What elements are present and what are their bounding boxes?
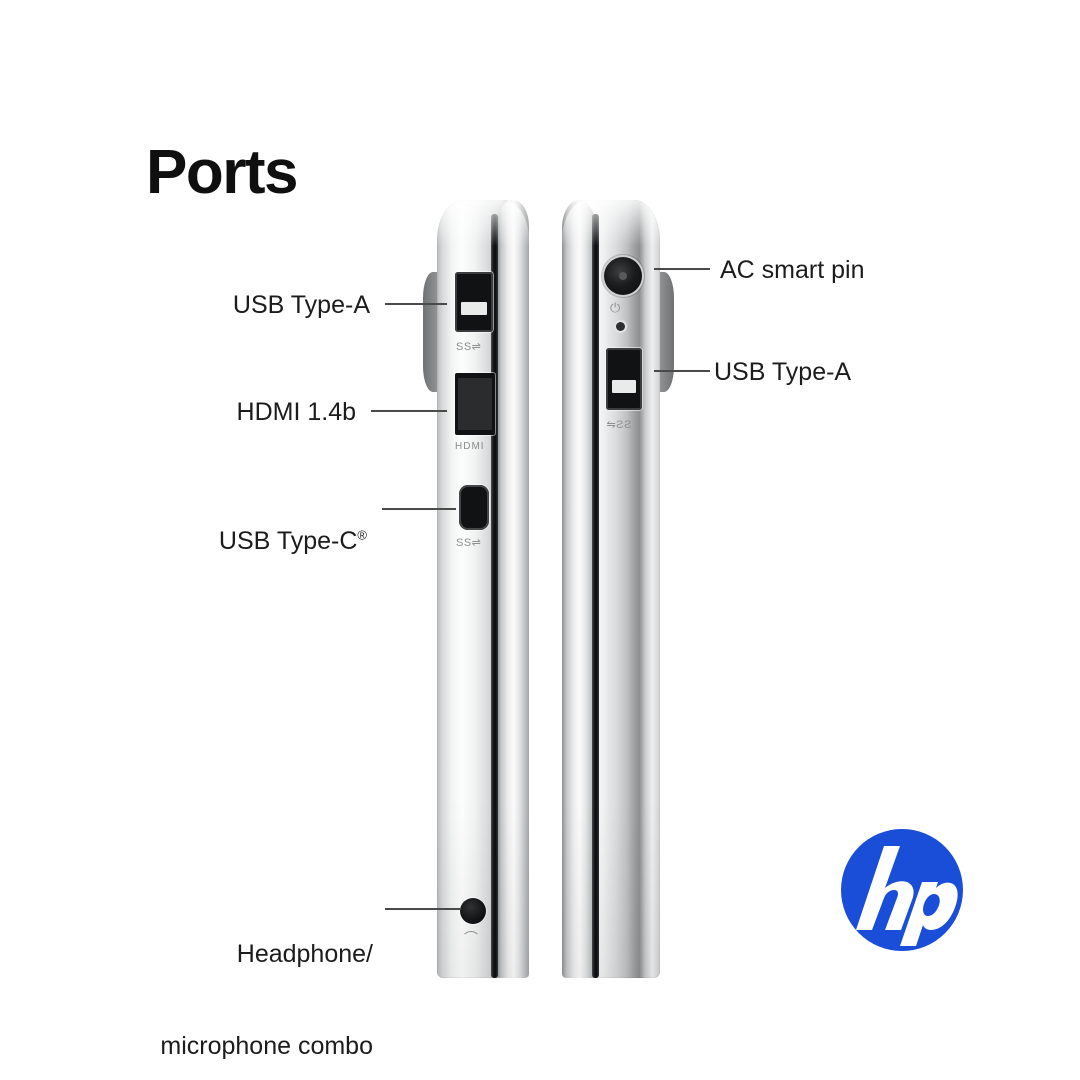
- usb-c-superspeed-marking: SS⇌: [456, 537, 482, 549]
- label-usb-type-c-text: USB Type-C: [218, 526, 358, 555]
- leader-line-usb-type-c: [382, 508, 456, 510]
- laptop-left-lid: [497, 200, 529, 978]
- label-usb-type-a-left: USB Type-A: [232, 291, 370, 319]
- hdmi-marking: HDMI: [455, 441, 485, 452]
- ac-pin-center-post: [619, 272, 627, 280]
- usb-superspeed-marking-right: SS⇌: [606, 419, 632, 431]
- port-usb-type-c[interactable]: [459, 485, 489, 530]
- label-usb-type-c: USB Type-C®: [90, 495, 367, 587]
- power-led-indicator: [616, 322, 625, 331]
- leader-line-hdmi: [371, 410, 447, 412]
- hp-logo-letter-h: [856, 846, 914, 930]
- label-hdmi: HDMI 1.4b: [236, 398, 356, 426]
- usb-a-tongue: [461, 302, 487, 315]
- label-usb-type-a-right: USB Type-A: [714, 358, 852, 386]
- laptop-left-edge: SS⇌ HDMI SS⇌ ⌒: [423, 200, 529, 978]
- hp-logo: [840, 828, 964, 952]
- label-headphone-line1: Headphone/: [236, 940, 373, 968]
- usb-a-tongue-right: [612, 380, 636, 393]
- port-hdmi[interactable]: [455, 373, 495, 435]
- leader-line-usb-type-a-left: [385, 303, 447, 305]
- hp-logo-svg: [841, 829, 963, 951]
- leader-line-ac-smart-pin: [654, 268, 710, 270]
- label-headphone-microphone-combo: Headphone/ microphone combo: [90, 878, 373, 1080]
- power-marking: ⏻: [610, 300, 621, 315]
- port-usb-type-a-right[interactable]: [606, 348, 642, 410]
- leader-line-headphone: [385, 908, 461, 910]
- audio-jack-marking: ⌒: [464, 930, 479, 946]
- leader-line-usb-type-a-right: [654, 370, 710, 372]
- usb-superspeed-marking-left: SS⇌: [456, 341, 482, 353]
- registered-trademark-icon: ®: [357, 527, 367, 543]
- port-ac-smart-pin[interactable]: [604, 257, 642, 295]
- label-ac-smart-pin: AC smart pin: [720, 256, 865, 284]
- port-usb-type-a-left[interactable]: [455, 272, 493, 332]
- page-title: Ports: [146, 138, 298, 207]
- hdmi-inner-cavity: [458, 378, 492, 430]
- port-headphone-microphone-combo[interactable]: [460, 898, 486, 924]
- hp-logo-letter-p: [900, 882, 958, 946]
- laptop-right-seam: [592, 214, 599, 978]
- hp-logo-lettering: [856, 846, 958, 946]
- laptop-right-edge: ⏻ SS⇌: [562, 200, 674, 978]
- label-headphone-line2: microphone combo: [160, 1031, 373, 1060]
- laptop-left-seam: [491, 214, 498, 978]
- laptop-right-lid: [562, 200, 596, 978]
